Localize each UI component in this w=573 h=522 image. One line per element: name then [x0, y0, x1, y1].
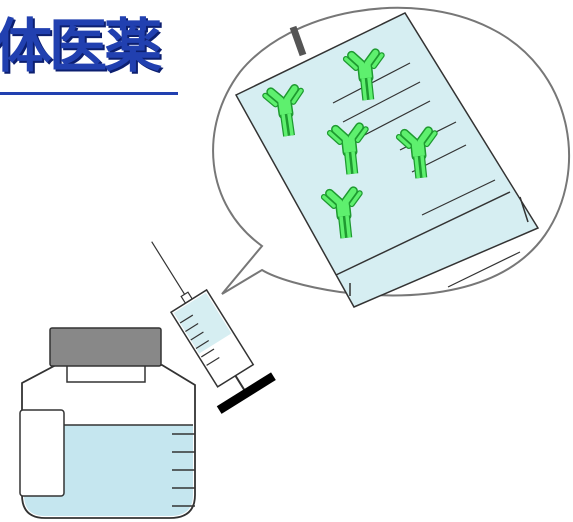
title-underline [0, 92, 178, 95]
page-title: 体医薬 [0, 12, 162, 80]
vial [19, 327, 196, 519]
syringe [151, 241, 276, 414]
